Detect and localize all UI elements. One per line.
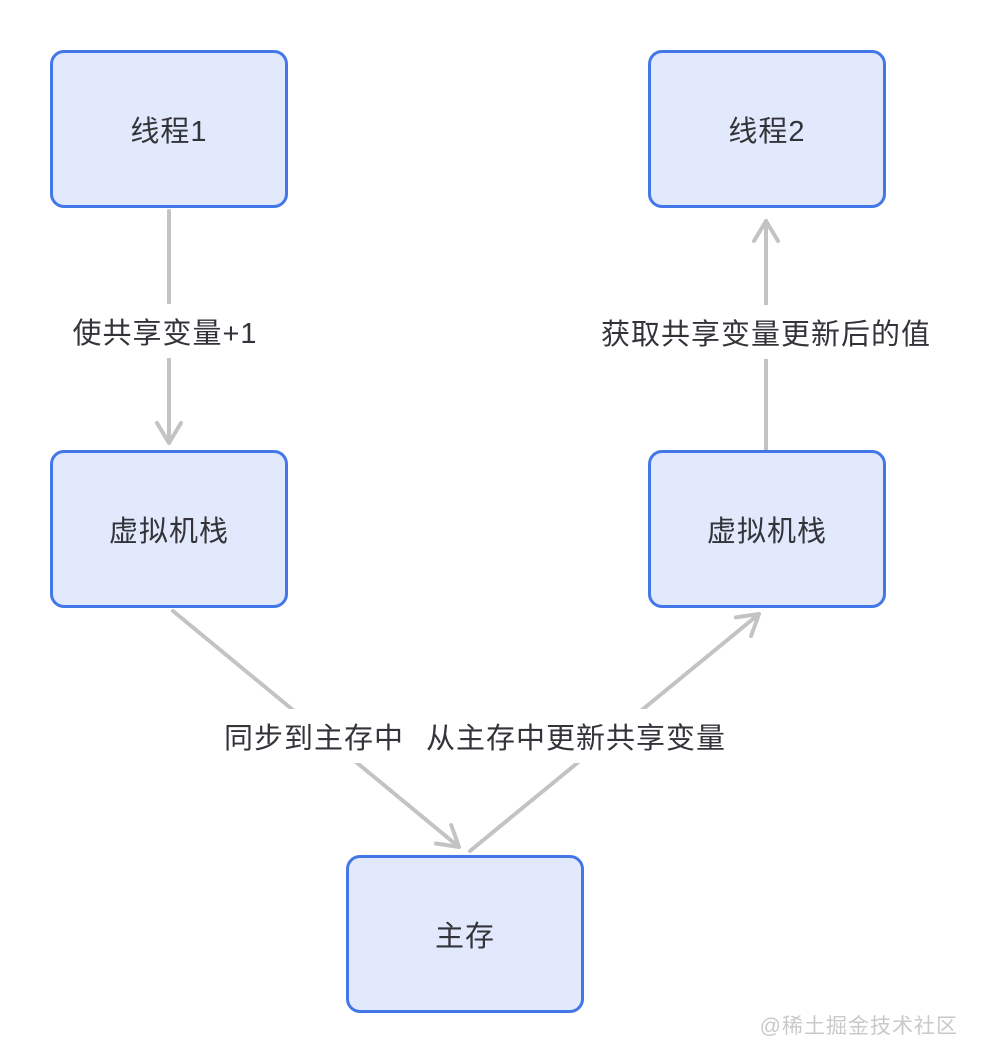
node-thread2: 线程2 — [648, 50, 886, 208]
node-vm-stack-right-label: 虚拟机栈 — [706, 516, 827, 548]
node-main-memory-label: 主存 — [434, 921, 495, 953]
node-thread1: 线程1 — [50, 50, 288, 208]
node-vm-stack-left: 虚拟机栈 — [50, 450, 288, 608]
edge-label-increment-shared-var: 使共享变量+1 — [62, 304, 268, 358]
edge-label-update-from-main-memory: 从主存中更新共享变量 — [415, 709, 737, 763]
node-thread2-label: 线程2 — [728, 116, 806, 148]
edge-label-sync-to-main-memory: 同步到主存中 — [213, 709, 415, 763]
edge-label-get-updated-value: 获取共享变量更新后的值 — [590, 305, 942, 359]
node-vm-stack-right: 虚拟机栈 — [648, 450, 886, 608]
node-main-memory: 主存 — [346, 855, 584, 1013]
node-thread1-label: 线程1 — [130, 116, 208, 148]
watermark: @稀土掘金技术社区 — [759, 1015, 958, 1038]
node-vm-stack-left-label: 虚拟机栈 — [108, 516, 229, 548]
